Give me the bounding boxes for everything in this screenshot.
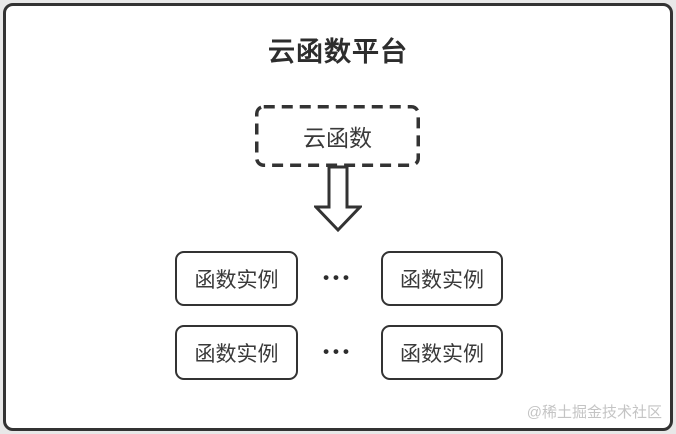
dashed-border	[255, 105, 420, 167]
watermark: @稀土掘金技术社区	[526, 404, 662, 421]
ellipsis: •••	[323, 342, 353, 361]
function-instance-node: 函数实例	[381, 325, 503, 380]
function-instance-node: 函数实例	[381, 251, 503, 306]
down-arrow-icon	[314, 165, 362, 233]
function-instance-node: 函数实例	[175, 325, 298, 380]
function-instance-node: 函数实例	[175, 251, 298, 306]
cloud-function-label: 云函数	[303, 125, 372, 151]
diagram-title: 云函数平台	[268, 37, 408, 67]
cloud-function-node: 云函数	[255, 105, 420, 167]
ellipsis: •••	[323, 268, 353, 287]
